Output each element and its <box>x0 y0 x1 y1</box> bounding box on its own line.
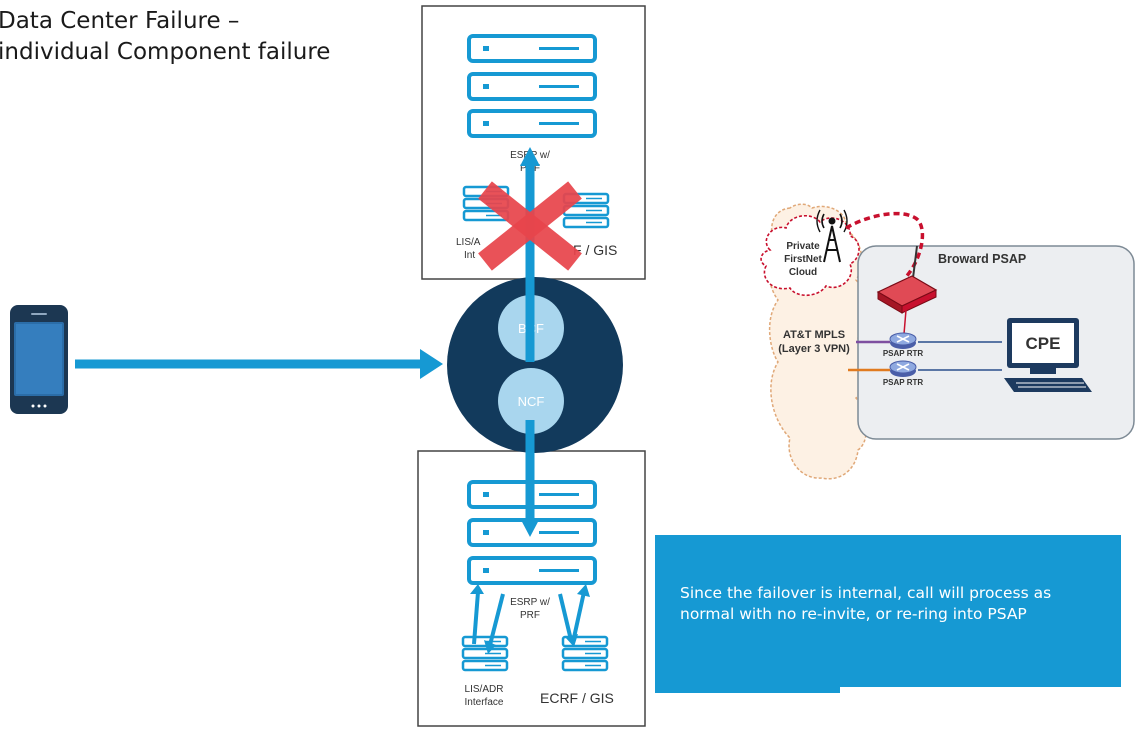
router-1-label: PSAP RTR <box>883 349 924 358</box>
wireless-router-icon <box>876 245 938 314</box>
interface-arrows <box>470 584 590 654</box>
psap-title: Broward PSAP <box>938 252 1026 266</box>
core-circle <box>447 277 623 453</box>
cpe-computer-icon <box>1004 318 1092 392</box>
info-callout-text: Since the failover is internal, call wil… <box>680 584 1052 623</box>
arrow-to-top-esrp-head <box>520 147 540 166</box>
psap-router-2-icon <box>889 360 917 378</box>
arrow-to-bottom-esrp-head <box>520 518 540 537</box>
cell-tower-icon <box>816 209 848 263</box>
mobile-phone-icon <box>10 305 68 414</box>
info-callout-base <box>655 687 840 693</box>
bottom-esrp-label-line2: PRF <box>520 610 540 621</box>
top-ecrf-label: F / GIS <box>573 242 617 258</box>
firstnet-cloud-label-2: FirstNet <box>784 254 822 265</box>
network-area: Private FirstNet Cloud Broward PSAP AT&T… <box>760 203 1135 480</box>
slide-title-line-1: Data Center Failure – <box>0 8 240 34</box>
ncf-node <box>498 368 564 434</box>
router-uplink <box>903 309 907 335</box>
wireless-link <box>845 211 925 280</box>
slide-title-line-2: individual Component failure <box>0 39 331 65</box>
bottom-esrp-label-line1: ESRP w/ <box>510 597 550 608</box>
mpls-label-1: AT&T MPLS <box>783 329 845 341</box>
bottom-lis-label-line1: LIS/ADR <box>465 684 504 695</box>
bottom-lis-label-line2: Interface <box>465 697 504 708</box>
router-2-label: PSAP RTR <box>883 378 924 387</box>
bottom-ecrf-label: ECRF / GIS <box>540 690 614 706</box>
vertical-flow <box>520 147 540 537</box>
ncf-label: NCF <box>518 394 545 409</box>
slide-title: Data Center Failure – individual Compone… <box>0 6 330 68</box>
top-lis-label-line1: LIS/A <box>456 237 481 248</box>
mpls-label-2: (Layer 3 VPN) <box>778 343 850 355</box>
failure-x-icon <box>478 181 582 271</box>
psap-router-1-icon <box>889 332 917 350</box>
info-callout: Since the failover is internal, call wil… <box>655 535 1121 687</box>
top-lis-label-line2: Int <box>464 250 475 261</box>
core-circle-group: BCF NCF <box>447 277 623 453</box>
firstnet-cloud-label-1: Private <box>786 241 820 252</box>
firstnet-cloud-label-3: Cloud <box>789 267 817 278</box>
cpe-label: CPE <box>1026 334 1061 353</box>
call-arrow <box>75 349 443 379</box>
